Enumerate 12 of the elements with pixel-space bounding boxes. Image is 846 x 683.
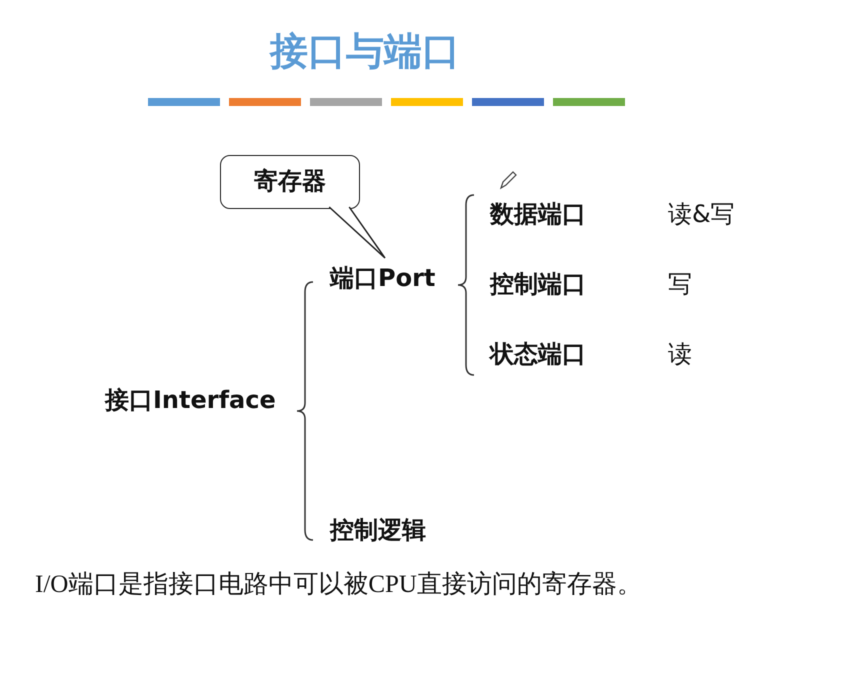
title: 接口与端口 <box>270 28 460 75</box>
node-text: 控制端口 <box>490 268 586 300</box>
caption: I/O端口是指接口电路中可以被CPU直接访问的寄存器。 <box>35 570 642 600</box>
access-label: 读 <box>668 339 692 370</box>
access-label: 写 <box>668 269 692 300</box>
callout-tail <box>328 206 386 259</box>
access-label: 读&写 <box>668 199 735 230</box>
node-text: 端口Port <box>330 262 436 294</box>
node-text: 数据端口 <box>490 198 586 230</box>
node-text: 状态端口 <box>490 338 586 370</box>
node-text: 控制逻辑 <box>330 514 426 546</box>
node-text: 接口Interface <box>105 384 276 416</box>
